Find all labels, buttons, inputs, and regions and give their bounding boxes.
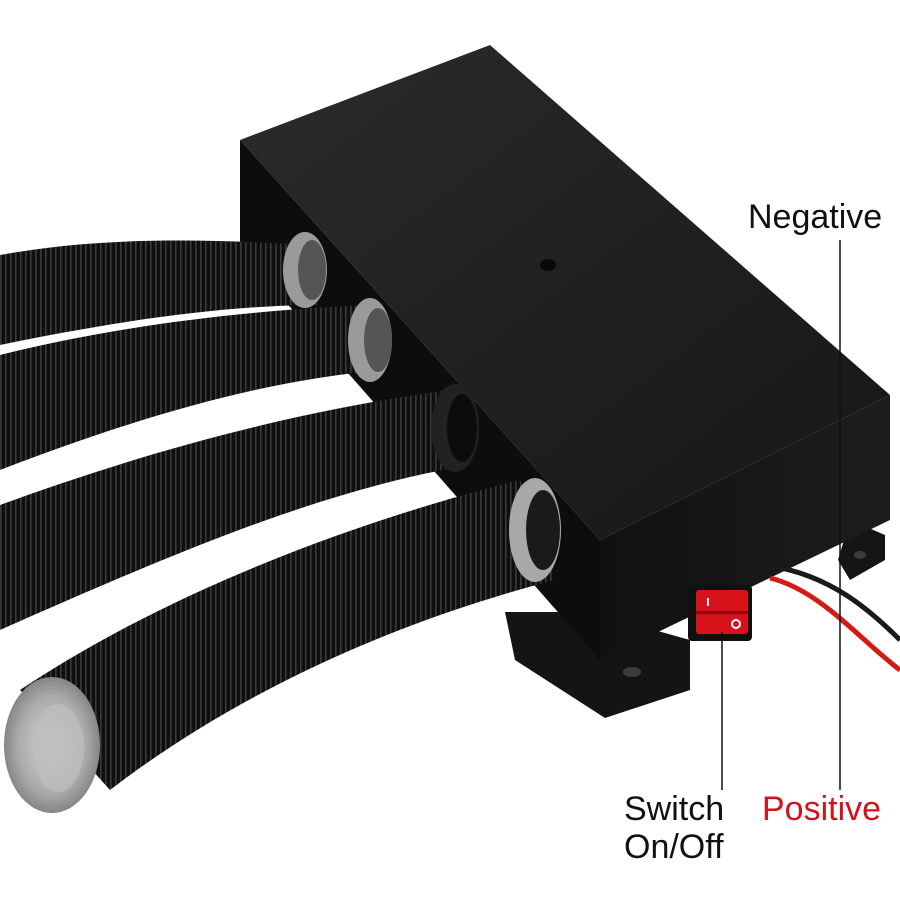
air-duct-hose-4 — [4, 478, 561, 813]
air-duct-hose-1 — [0, 232, 327, 345]
switch-label: Switch On/Off — [624, 790, 724, 866]
housing-front-face — [600, 395, 890, 660]
switch-label-line1: Switch — [624, 790, 725, 828]
air-duct-hose-2 — [0, 298, 392, 470]
power-wires — [769, 563, 900, 672]
switch-label-line2: On/Off — [624, 828, 724, 866]
positive-label: Positive — [762, 790, 882, 828]
air-duct-hose-3 — [0, 384, 479, 630]
rocker-switch-icon — [688, 585, 752, 641]
negative-label: Negative — [748, 198, 883, 236]
housing-top-face — [240, 45, 890, 540]
